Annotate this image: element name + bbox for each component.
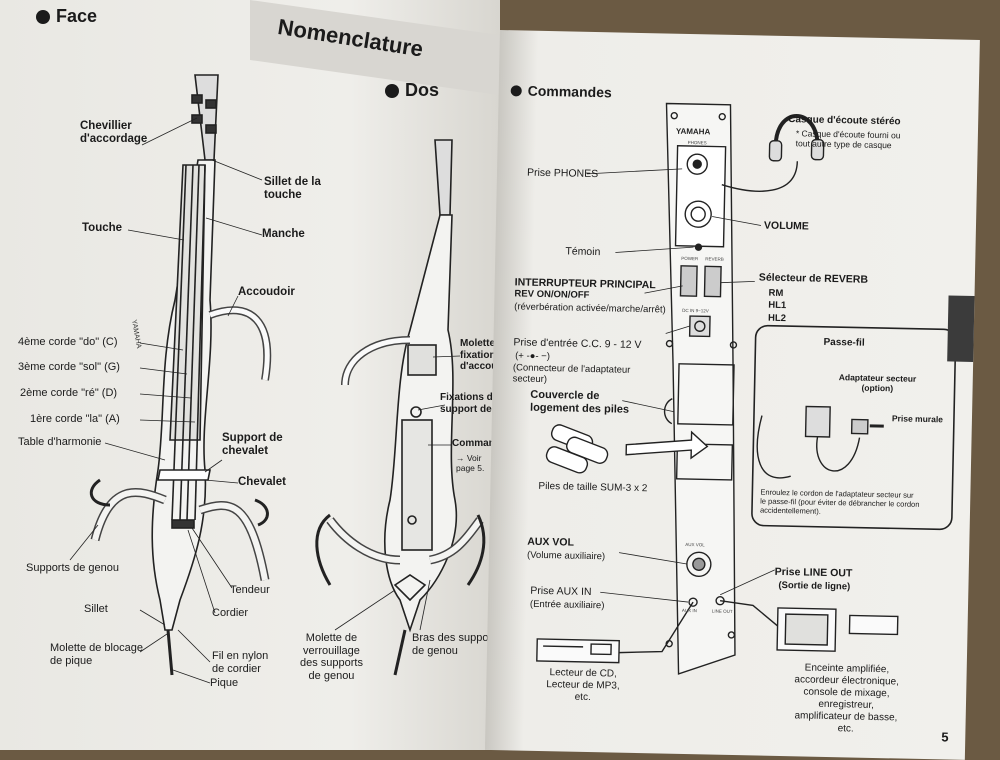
label-connecteur-note: (Connecteur de l'adaptateur secteur) (512, 362, 631, 386)
label-support-chevalet: Support de chevalet (222, 432, 283, 458)
label-line-out-sub: (Sortie de ligne) (778, 579, 851, 593)
label-fil-nylon: Fil en nylon de cordier (212, 650, 269, 675)
section-dos-title: Dos (405, 80, 440, 100)
violoncelle-illustration: YAMAHA (69, 74, 486, 684)
label-chevillier: Chevillier d'accordage (80, 120, 148, 146)
label-corde-la: 1ère corde "la" (A) (30, 413, 120, 425)
label-piles: Piles de taille SUM-3 x 2 (538, 480, 648, 495)
section-face-title: Face (56, 6, 98, 26)
right-page: Commandes (484, 30, 980, 760)
reverb-mode-rm: RM (768, 287, 784, 299)
label-adaptateur: Adaptateur secteur (option) (838, 372, 917, 394)
label-tendeur: Tendeur (230, 584, 270, 596)
panel-dcin-label: DC IN 9~12V (682, 308, 709, 314)
label-sillet-touche: Sillet de la touche (264, 176, 321, 202)
label-corde-do: 4ème corde "do" (C) (18, 336, 118, 348)
label-aux-vol: AUX VOL (527, 535, 575, 549)
bullet-icon (36, 9, 50, 24)
label-touche: Touche (82, 222, 123, 234)
label-couvercle: Couvercle de logement des piles (529, 388, 630, 416)
panel-reverb-label: REVERB (705, 256, 724, 261)
label-table: Table d'harmonie (18, 436, 102, 448)
label-casque: Casque d'écoute stéréo (788, 114, 901, 128)
label-prise-phones: Prise PHONES (526, 166, 599, 181)
panel-power-label: POWER (681, 256, 699, 261)
label-sillet: Sillet (84, 603, 108, 615)
left-page: Nomenclature Face Dos (0, 0, 531, 750)
label-lecteur: Lecteur de CD, Lecteur de MP3, etc. (546, 667, 620, 704)
section-tab (947, 295, 975, 362)
label-cordier: Cordier (212, 607, 249, 619)
label-molette-blocage: Molette de blocage de pique (50, 642, 143, 667)
label-polarity: (+ -●- −) (515, 350, 551, 363)
label-enceinte: Enceinte amplifiée, accordeur électroniq… (794, 662, 900, 735)
label-prise-line-out: Prise LINE OUT (774, 565, 853, 580)
label-chevalet: Chevalet (238, 476, 286, 488)
label-casque-note: * Casque d'écoute fourni ou tout autre t… (795, 128, 901, 151)
label-pique: Pique (210, 677, 239, 689)
yamaha-logo-front: YAMAHA (130, 319, 142, 349)
section-face-header: Face (36, 6, 97, 27)
panneau-commandes-illustration: YAMAHA PHONES POWER REVERB DC IN 9~12V A… (536, 102, 957, 675)
label-corde-re: 2ème corde "ré" (D) (20, 387, 118, 399)
label-prise-murale: Prise murale (891, 413, 944, 425)
label-temoin: Témoin (565, 245, 601, 259)
bullet-icon (385, 83, 399, 98)
panel-auxvol-label: AUX VOL (685, 542, 705, 547)
label-accoudoir: Accoudoir (238, 286, 295, 298)
label-enroulez-note: Enroulez le cordon de l'adaptateur secte… (759, 487, 920, 516)
reverb-modes-list: RM HL1 HL2 (768, 288, 787, 325)
panel-phones-label: PHONES (688, 140, 707, 145)
page-number: 5 (941, 729, 949, 745)
label-bras-supports: Bras des supports de genou (412, 632, 501, 657)
label-prise-aux-in: Prise AUX IN (530, 584, 592, 599)
label-corde-sol: 3ème corde "sol" (G) (18, 361, 120, 373)
reverb-mode-hl1: HL1 (768, 300, 787, 312)
panel-lineout-label: LINE OUT (712, 609, 733, 614)
label-voir-page: → Voir page 5. (456, 453, 485, 474)
reverb-mode-hl2: HL2 (767, 312, 787, 324)
label-selecteur-reverb: Sélecteur de REVERB (758, 271, 869, 286)
label-volume: VOLUME (763, 219, 809, 233)
label-molette-verrouillage: Molette de verrouillage des supports de … (300, 632, 363, 682)
label-aux-vol-sub: (Volume auxiliaire) (526, 549, 606, 563)
label-supports-genou: Supports de genou (26, 562, 119, 574)
section-dos-header: Dos (385, 80, 439, 101)
label-aux-in-sub: (Entrée auxiliaire) (529, 598, 605, 612)
label-interrupteur-sub: REV ON/ON/OFF (514, 288, 590, 301)
label-passe-fil: Passe-fil (823, 336, 865, 349)
label-manche: Manche (262, 228, 305, 240)
panel-auxin-label: AUX IN (682, 608, 697, 613)
label-commandes: Commandes (452, 438, 513, 449)
panel-logo: YAMAHA (676, 127, 711, 137)
